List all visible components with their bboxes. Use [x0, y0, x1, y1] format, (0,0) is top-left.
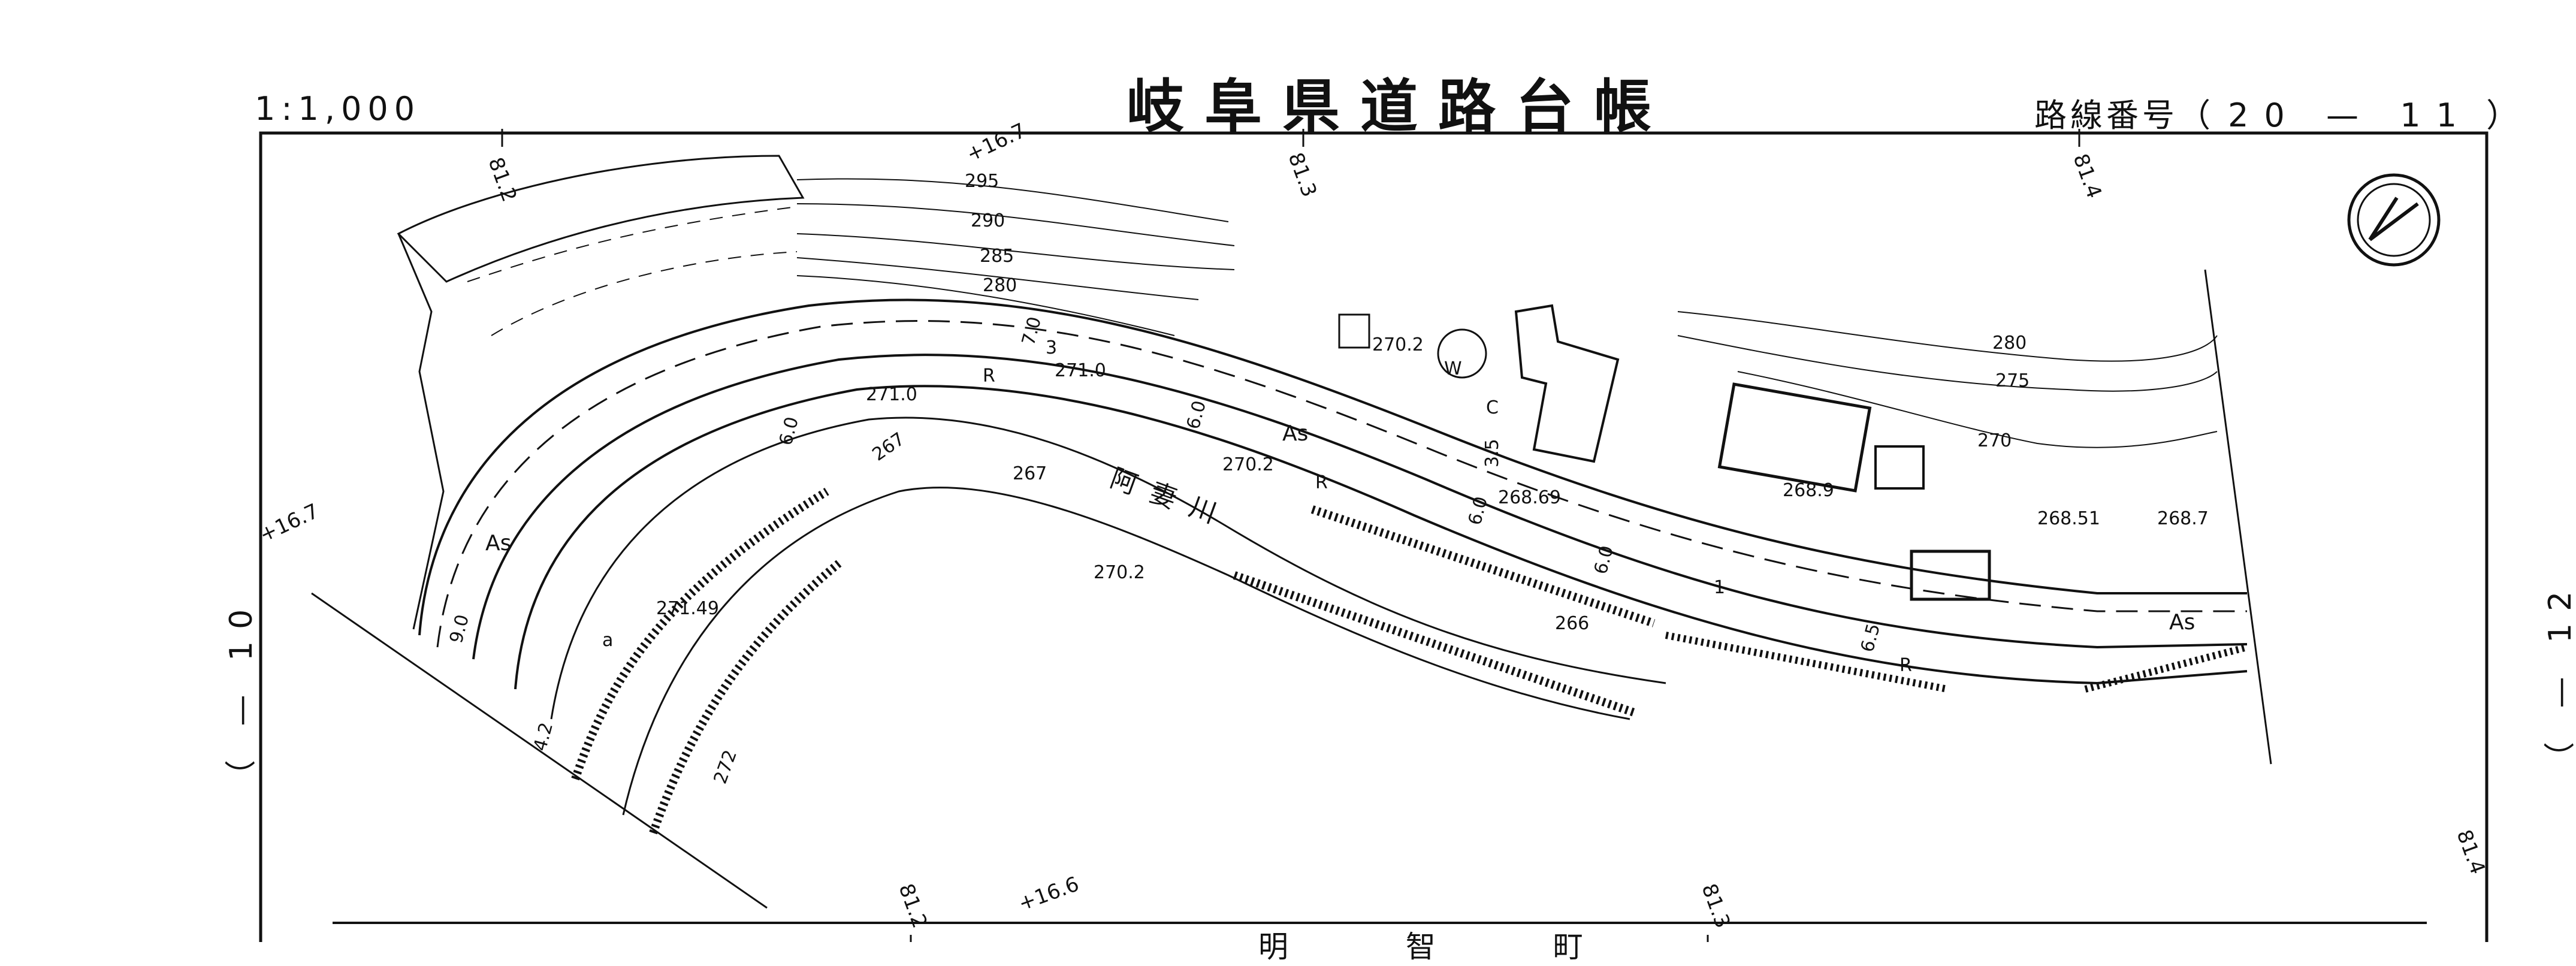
building-main: [1514, 304, 1620, 463]
road-edge-inner: [472, 354, 2248, 660]
contour-label-270: 270: [1977, 430, 2012, 451]
station-81-4-top: 81.4: [2068, 150, 2106, 201]
width-3-5: 3.5: [1482, 439, 1503, 467]
station-166-bottom: +16.6: [1015, 872, 1082, 916]
elevation-271-49: 271.49: [656, 598, 719, 619]
contour-label-285: 285: [980, 246, 1014, 267]
label-1: 1: [1714, 577, 1725, 598]
contour-label-295: 295: [965, 171, 999, 192]
slope-block: [397, 155, 805, 283]
elevation-268-69: 268.69: [1498, 487, 1561, 508]
station-81-3-top: 81.3: [1284, 149, 1321, 200]
contour-right-3: [1737, 371, 2218, 448]
building-right: [1717, 382, 1872, 493]
hatched-wall-1: [571, 488, 829, 781]
width-9-0: 9.0: [446, 612, 473, 645]
contour-top-2: [796, 203, 1235, 246]
label-r-1: R: [983, 366, 995, 387]
elevation-270-2-c: 270.2: [1094, 562, 1145, 583]
route-prefix: 路線番号（: [2034, 96, 2214, 134]
road-centerline: [436, 320, 2247, 648]
building-small: [1338, 313, 1370, 349]
elevation-271-0-a: 271.0: [866, 384, 917, 405]
river-bank-north: [550, 416, 1666, 720]
elevation-270-2-a: 270.2: [1372, 334, 1424, 355]
elevation-268-51: 268.51: [2037, 508, 2100, 529]
slope-edge: [397, 233, 445, 630]
building-lower-right: [1910, 550, 1991, 601]
contour-label-280: 280: [983, 275, 1017, 296]
contour-right-1: [1677, 311, 2218, 362]
width-6-0-a: 6.0: [1183, 399, 1210, 431]
contour-label-290: 290: [971, 210, 1005, 231]
slope-dashed-2: [491, 251, 798, 336]
route-number: 20 — 11: [2228, 96, 2472, 134]
label-as-left: As: [485, 531, 511, 556]
route-suffix: ）: [2486, 96, 2523, 134]
map-frame: [259, 131, 2489, 942]
contour-top-4: [796, 257, 1199, 300]
river-name: 阿 妻 川: [1106, 463, 1224, 530]
width-6-0-b: 6.0: [1464, 494, 1492, 527]
boundary-line-left: [311, 592, 768, 909]
hatched-wall-2: [649, 560, 842, 835]
building-right-small: [1874, 445, 1925, 490]
page-title: 岐阜県道路台帳: [1127, 73, 1672, 140]
elevation-266: 266: [1555, 613, 1589, 634]
station-81-4-right: 81.4: [2452, 826, 2490, 877]
elevation-268-9: 268.9: [1783, 480, 1834, 501]
contour-label-275: 275: [1995, 370, 2030, 391]
label-r-2: R: [1315, 472, 1328, 493]
width-6-5: 6.5: [1857, 621, 1885, 654]
north-arrow-icon: [2347, 173, 2441, 267]
elevation-268-7: 268.7: [2157, 508, 2209, 529]
elevation-272: 272: [710, 747, 741, 787]
hatched-wall-4: [1233, 571, 1638, 717]
contour-top-1: [796, 178, 1229, 222]
contour-right-2: [1677, 335, 2218, 392]
station-167-top: +16.7: [963, 119, 1029, 167]
contour-top-3: [796, 233, 1235, 270]
road-edge-inner-2: [514, 385, 2248, 690]
hatched-wall-3: [1310, 505, 1656, 627]
label-as-center: As: [1282, 421, 1308, 446]
width-6-0-d: 6.0: [775, 415, 803, 448]
slope-dashed: [467, 206, 798, 282]
elevation-267-b: 267: [1013, 463, 1047, 484]
road-map-drawing: 81.2 +16.7 81.3 81.4 +16.7 81.2 +16.6 81…: [256, 119, 2490, 942]
boundary-line-right: [2204, 269, 2272, 765]
label-as-right: As: [2169, 610, 2195, 635]
contour-label-280-right: 280: [1992, 333, 2027, 354]
route-number-label: 路線番号（ 20 — 11 ）: [2034, 89, 2522, 136]
hatched-wall-6: [2084, 644, 2248, 693]
width-4-2: 4.2: [530, 720, 557, 753]
station-167-left: +16.7: [256, 499, 322, 547]
road-edge-outer: [418, 298, 2247, 636]
water-tank: [1437, 328, 1487, 379]
label-c: C: [1486, 397, 1499, 418]
scale-label: 1:1,000: [255, 90, 421, 128]
river-bank-south: [622, 487, 1630, 816]
label-3: 3: [1046, 337, 1057, 358]
elevation-271-0-b: 271.0: [1055, 360, 1106, 381]
label-r-3: R: [1899, 655, 1912, 676]
contour-top-5: [796, 275, 1175, 336]
label-a: a: [602, 630, 613, 651]
elevation-267-a: 267: [869, 428, 909, 466]
width-7-0: 7.0: [1018, 315, 1046, 348]
elevation-270-2-b: 270.2: [1222, 454, 1274, 475]
width-6-0-c: 6.0: [1590, 544, 1618, 576]
label-w: W: [1444, 358, 1462, 379]
